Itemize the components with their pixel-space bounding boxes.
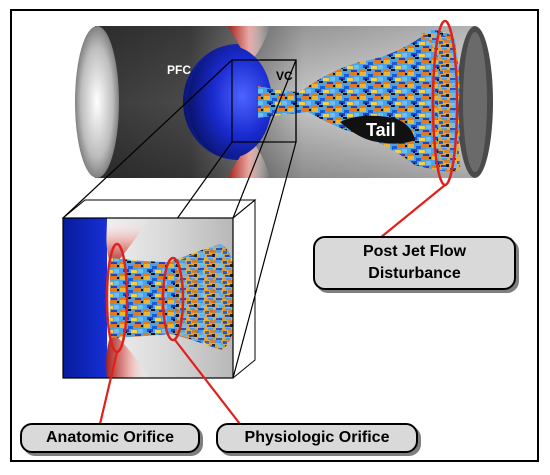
- orifice-wall-top: [228, 26, 270, 62]
- post-jet-line2: Disturbance: [368, 265, 461, 282]
- tail-label: Tail: [366, 120, 396, 140]
- orifice-wall-bottom: [228, 140, 270, 178]
- physiologic-orifice-highlight: [161, 256, 185, 342]
- zoom-box: [61, 198, 257, 379]
- tail-shadow: [340, 115, 415, 144]
- pfc-label: PFC: [167, 63, 191, 77]
- post-jet-line1: Post Jet Flow: [362, 243, 467, 260]
- physiologic-orifice-label: Physiologic Orifice: [244, 429, 390, 446]
- post-jet-flow-callout: Post Jet Flow Disturbance: [313, 236, 516, 290]
- cylinder-end-cap: [75, 26, 119, 178]
- leader-lines: [98, 184, 446, 425]
- anatomic-orifice-label: Anatomic Orifice: [45, 429, 175, 446]
- anatomic-orifice-callout: Anatomic Orifice: [20, 423, 200, 453]
- vc-label: VC: [276, 69, 293, 83]
- physiologic-orifice-callout: Physiologic Orifice: [216, 423, 418, 453]
